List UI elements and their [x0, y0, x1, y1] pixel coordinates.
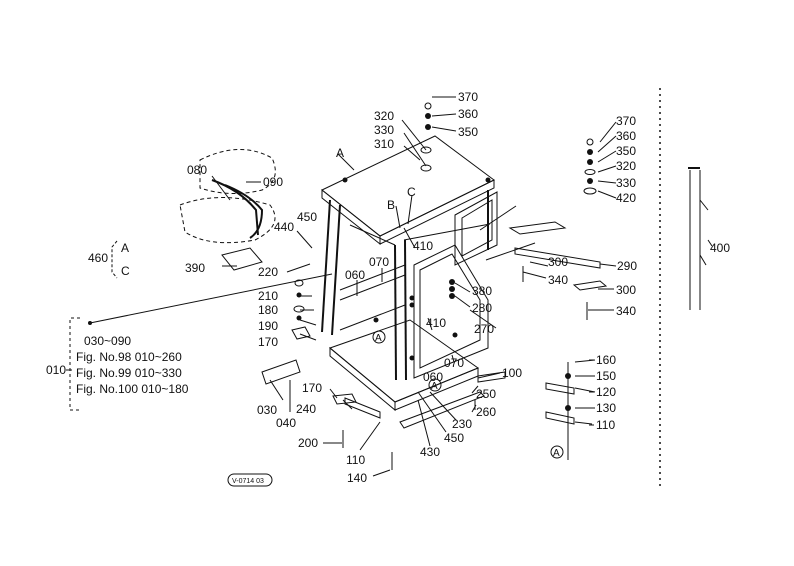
drawing-stamp: V-0714 03	[227, 473, 273, 487]
label-340: 340	[548, 273, 568, 287]
label-110-b: 110	[596, 418, 615, 432]
label-180: 180	[258, 303, 278, 317]
label-460-A: A	[121, 241, 129, 255]
label-040: 040	[276, 416, 296, 430]
label-030: 030	[257, 403, 277, 417]
label-300: 300	[548, 255, 568, 269]
callout-circle-A-2: A	[431, 381, 438, 392]
washer-stack-top	[420, 102, 432, 172]
label-320: 320	[374, 109, 394, 123]
plate-290b	[514, 247, 601, 269]
plate-300b	[572, 280, 608, 291]
label-170-b: 170	[302, 381, 322, 395]
reference-bracket	[69, 317, 80, 411]
reference-prefix: 010	[46, 363, 66, 377]
label-320-b: 320	[616, 159, 636, 173]
label-210: 210	[258, 289, 278, 303]
label-060: 060	[345, 268, 365, 282]
plate-290a	[508, 221, 567, 235]
callout-C: C	[407, 185, 416, 199]
label-360: 360	[458, 107, 478, 121]
washer-stack-right	[583, 138, 597, 195]
label-140: 140	[347, 471, 367, 485]
label-430: 430	[420, 445, 440, 459]
side-rail-400	[688, 167, 709, 310]
label-080: 080	[187, 163, 207, 177]
reference-block: 030~090 Fig. No.98 010~260 Fig. No.99 01…	[46, 334, 189, 396]
label-220: 220	[258, 265, 278, 279]
label-440: 440	[274, 220, 294, 234]
label-400: 400	[710, 241, 730, 255]
label-200: 200	[298, 436, 318, 450]
leader-lines	[89, 96, 713, 477]
part-labels: 370 360 350 320 330 310 080 090 440 450 …	[88, 90, 730, 485]
brace-460	[111, 240, 118, 279]
label-250: 250	[476, 387, 496, 401]
label-460-C: C	[121, 264, 130, 278]
callout-circle-A-3: A	[553, 448, 560, 459]
label-420: 420	[616, 191, 636, 205]
label-100: 100	[502, 366, 522, 380]
label-260: 260	[476, 405, 496, 419]
label-350-b: 350	[616, 144, 636, 158]
label-230: 230	[452, 417, 472, 431]
callout-B: B	[387, 198, 395, 212]
callout-A: A	[336, 146, 344, 160]
reference-line-4: Fig. No.100 010~180	[76, 382, 189, 396]
label-410: 410	[413, 239, 433, 253]
label-160: 160	[596, 353, 616, 367]
label-070: 070	[369, 255, 389, 269]
label-270: 270	[474, 322, 494, 336]
label-370: 370	[458, 90, 478, 104]
label-280: 280	[472, 301, 492, 315]
label-330: 330	[374, 123, 394, 137]
stamp-text: V-0714 03	[232, 478, 264, 485]
label-240: 240	[296, 402, 316, 416]
callout-letters: A B C A A A	[336, 146, 564, 459]
reference-line-3: Fig. No.99 010~330	[76, 366, 182, 380]
label-130: 130	[596, 401, 616, 415]
label-330-b: 330	[616, 176, 636, 190]
label-360-b: 360	[616, 129, 636, 143]
label-120: 120	[596, 385, 616, 399]
reference-dot	[88, 321, 92, 325]
label-dashes	[589, 359, 594, 426]
label-390: 390	[185, 261, 205, 275]
plate-390	[221, 247, 263, 271]
label-090: 090	[263, 175, 283, 189]
label-070-b: 070	[444, 356, 464, 370]
callout-circle-A-1: A	[375, 333, 382, 344]
reference-line-2: Fig. No.98 010~260	[76, 350, 182, 364]
label-410-b: 410	[426, 316, 446, 330]
label-110: 110	[346, 453, 365, 467]
label-150: 150	[596, 369, 616, 383]
label-350: 350	[458, 125, 478, 139]
reference-line-1: 030~090	[84, 334, 131, 348]
label-450-b: 450	[444, 431, 464, 445]
label-190: 190	[258, 319, 278, 333]
label-290: 290	[617, 259, 637, 273]
label-450: 450	[297, 210, 317, 224]
wire-harness	[211, 179, 259, 236]
label-300-b: 300	[616, 283, 636, 297]
bracket-stack	[545, 362, 575, 460]
label-310: 310	[374, 137, 394, 151]
label-340-b: 340	[616, 304, 636, 318]
label-460: 460	[88, 251, 108, 265]
label-170: 170	[258, 335, 278, 349]
cabin-frame	[321, 135, 506, 429]
label-380: 380	[472, 284, 492, 298]
label-370-b: 370	[616, 114, 636, 128]
